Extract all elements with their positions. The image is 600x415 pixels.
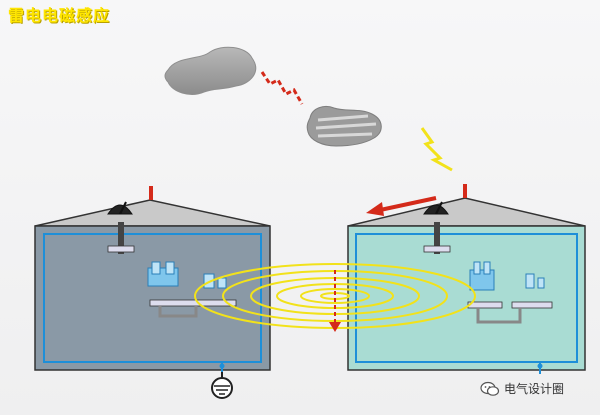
- wechat-icon: [480, 381, 500, 397]
- watermark-text: 电气设计圈: [504, 382, 565, 396]
- equipment-right-icon: [467, 261, 553, 324]
- current-arrow-icon: [329, 270, 341, 332]
- induction-arrow-icon: [366, 196, 437, 216]
- lightning-rod-right: [463, 184, 467, 198]
- lightning-rod-left: [149, 186, 153, 200]
- right-building: [347, 184, 586, 374]
- cloud-small-icon: [306, 105, 382, 147]
- ground-icon: [211, 372, 233, 399]
- page-title: 雷电电磁感应: [8, 6, 111, 25]
- equipment-left-icon: [147, 261, 237, 318]
- cloud-large-icon: [164, 46, 257, 95]
- lightning-red-icon: [260, 71, 304, 105]
- watermark: 电气设计圈: [480, 380, 564, 397]
- left-building: [34, 186, 271, 376]
- antenna-right-icon: [423, 201, 449, 254]
- lightning-yellow-icon: [420, 127, 453, 172]
- antenna-left-icon: [107, 201, 133, 254]
